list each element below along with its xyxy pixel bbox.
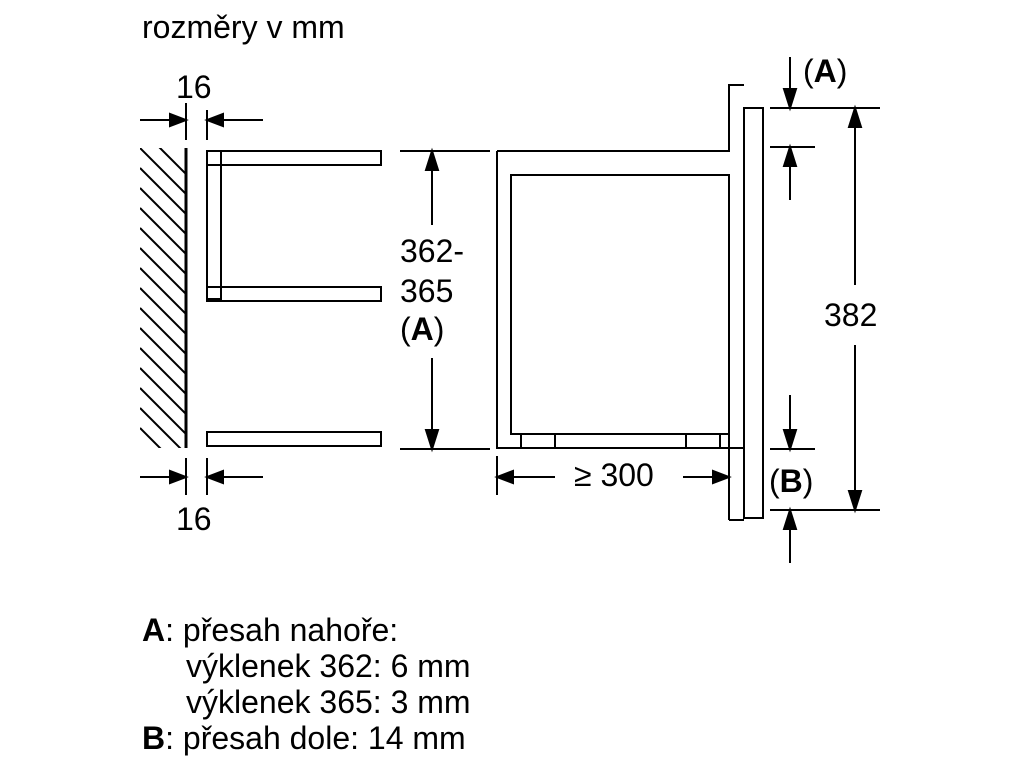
depth-dimension [494, 456, 732, 495]
legend-b-letter: B [142, 720, 166, 756]
overhang-top-dimension [770, 57, 880, 200]
top-gap-dimension [140, 103, 263, 140]
wall-hatch [140, 148, 186, 448]
overhang-bottom-ref: (B) [769, 463, 813, 499]
legend-a-text: : přesah nahoře: [165, 612, 399, 648]
legend-a-line2: výklenek 362: 6 mm [186, 648, 471, 684]
legend-a: A: přesah nahoře: [142, 612, 398, 648]
legend-a-letter: A [142, 612, 166, 648]
niche-height-line2: 365 [400, 273, 453, 309]
depth-label: ≥ 300 [574, 457, 654, 493]
front-panel [743, 107, 764, 519]
legend-a-line3: výklenek 365: 3 mm [186, 684, 471, 720]
niche-height-dimension [400, 147, 490, 453]
appliance-body [496, 84, 744, 521]
total-height-dimension [847, 104, 863, 514]
overhang-top-ref: (A) [803, 53, 847, 89]
bottom-gap-label: 16 [176, 501, 212, 537]
legend-b: B: přesah dole: 14 mm [142, 720, 466, 756]
overhang-bottom-dimension [770, 395, 880, 563]
bottom-gap-dimension [140, 458, 263, 495]
niche-height-line1: 362- [400, 233, 464, 269]
units-caption: rozměry v mm [142, 9, 345, 45]
total-height-label: 382 [824, 297, 877, 333]
niche-height-ref: (A) [400, 311, 444, 347]
legend-b-text: : přesah dole: 14 mm [165, 720, 466, 756]
niche-cabinet [206, 150, 382, 447]
top-gap-label: 16 [176, 69, 212, 105]
